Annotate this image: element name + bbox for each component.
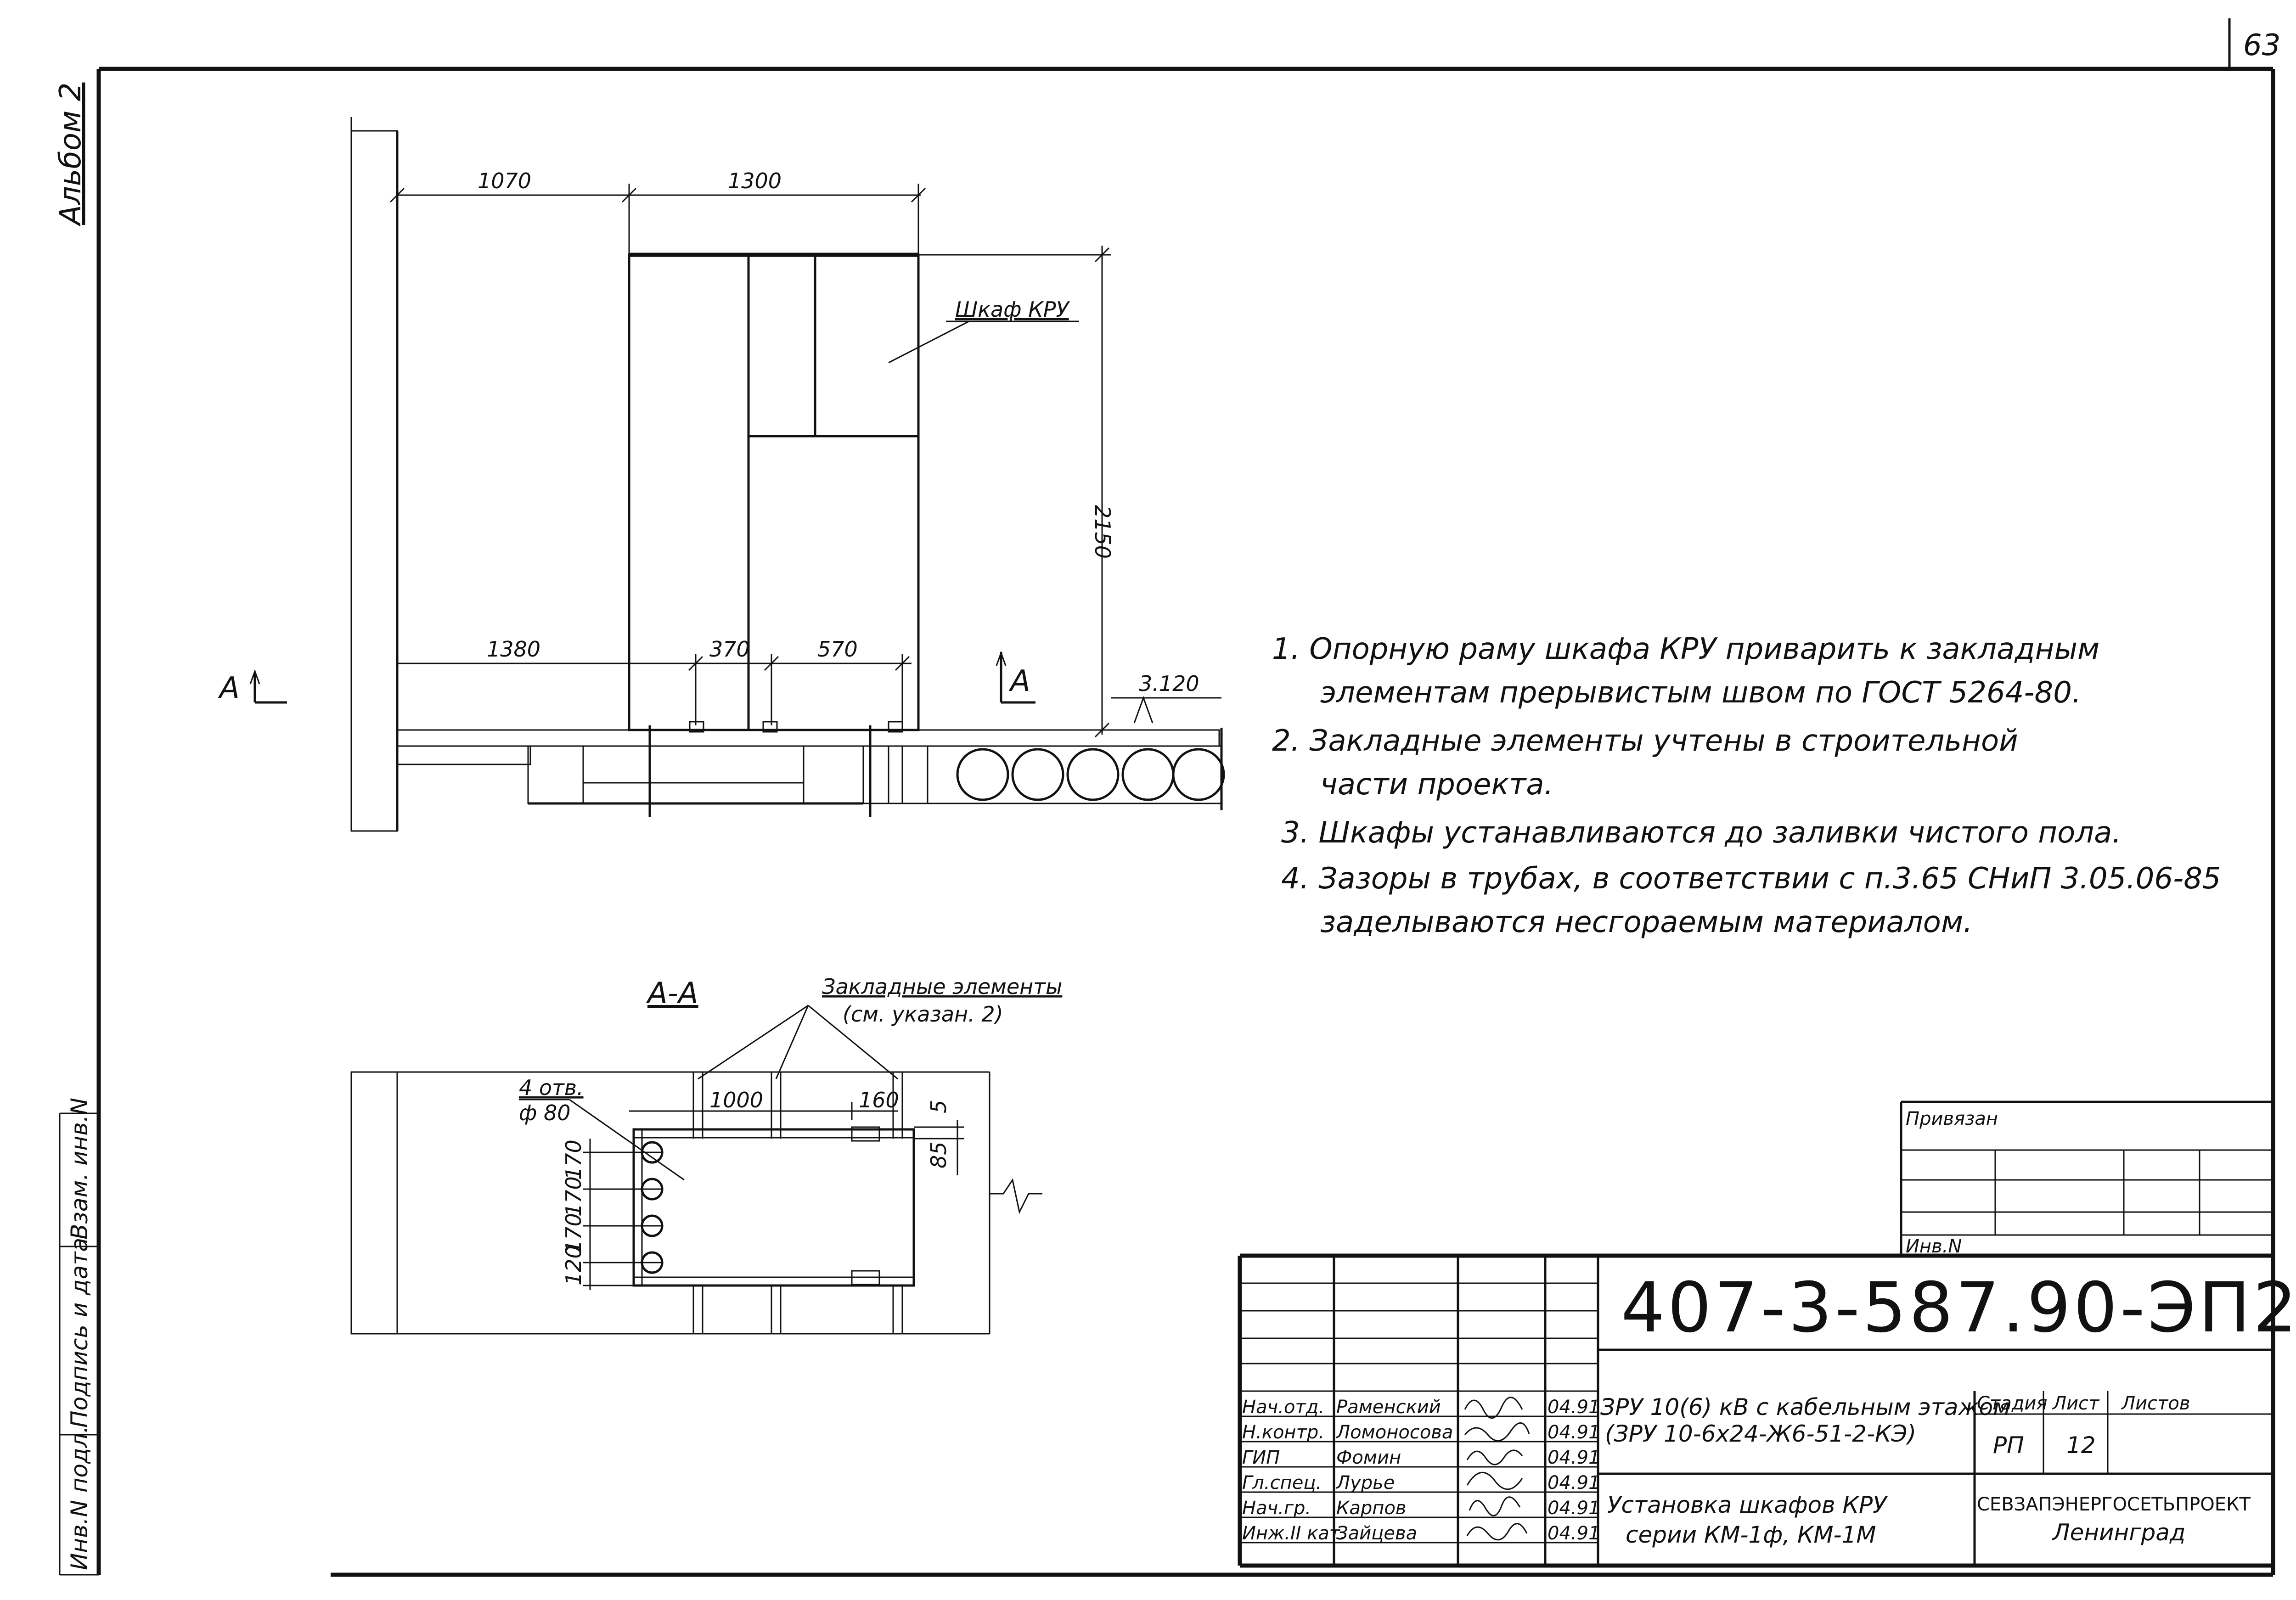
section-mark-left: А: [218, 671, 240, 705]
drawing-line-1: Установка шкафов КРУ: [1607, 1492, 1888, 1518]
staff-date-4: 04.91: [1548, 1472, 1600, 1493]
embedded-label: Закладные элементы: [822, 974, 1062, 999]
object-line-2: (ЗРУ 10-6х24-Ж6-51-2-КЭ): [1605, 1420, 1916, 1447]
object-line-1: ЗРУ 10(6) кВ с кабельным этажом: [1600, 1394, 2010, 1420]
staff-date-5: 04.91: [1548, 1498, 1600, 1519]
dim-5: 5: [926, 1100, 951, 1113]
dim-370: 370: [709, 637, 750, 662]
staff-name-3: Фомин: [1336, 1447, 1401, 1468]
drawing-line-2: серии КМ-1ф, КМ-1М: [1626, 1521, 1876, 1548]
dim-1070: 1070: [478, 168, 531, 193]
dim-170-a: 170: [561, 1213, 586, 1253]
staff-date-6: 04.91: [1548, 1523, 1600, 1544]
staff-name-5: Карпов: [1336, 1498, 1407, 1519]
dim-85: 85: [926, 1141, 951, 1168]
section-mark-right: А: [1008, 664, 1030, 698]
binding-block: [1900, 1100, 2273, 1256]
sheet-number: 12: [2066, 1432, 2096, 1459]
note-1: 1. Опорную раму шкафа КРУ приварить к за…: [1272, 632, 2099, 666]
note-4-cont: заделываются несгораемым материалом.: [1320, 905, 1973, 939]
privyazan-label: Привязан: [1906, 1108, 1998, 1129]
inv-n-label: Инв.N: [1906, 1236, 1962, 1257]
embedded-strips: [692, 1072, 903, 1334]
sheets-header: Листов: [2121, 1393, 2190, 1414]
elevation-view: [249, 117, 1225, 832]
note-3: 3. Шкафы устанавливаются до заливки чист…: [1281, 816, 2122, 850]
svg-text:Альбом 2: Альбом 2: [54, 83, 88, 227]
staff-role-2: Н.контр.: [1242, 1422, 1324, 1443]
staff-role-4: Гл.спец.: [1242, 1472, 1322, 1493]
wall-hatch: [350, 130, 398, 832]
section-view: [350, 1005, 1042, 1335]
stage-header: Стадия: [1977, 1393, 2047, 1414]
embedded-ref: (см. указан. 2): [843, 1002, 1003, 1027]
section-title: А-А: [646, 977, 698, 1011]
floor-bottom-left: [396, 745, 531, 765]
inv-podl-label: Инв.N подл.: [66, 1426, 93, 1570]
signature-marks: [1464, 1397, 1530, 1541]
staff-role-5: Нач.гр.: [1242, 1498, 1311, 1519]
level-mark: 3.120: [1139, 671, 1199, 696]
holes-count: 4 отв.: [519, 1075, 584, 1100]
section-wall-hatch: [350, 1071, 398, 1335]
title-block: [1238, 1253, 2273, 1568]
left-stamp: [59, 1112, 100, 1576]
hollow-core-slab: [927, 745, 1222, 804]
cabinet-frame: [632, 1128, 915, 1287]
staff-role-1: Нач.отд.: [1242, 1397, 1324, 1418]
channel-hatch-right: [803, 745, 864, 804]
dim-160: 160: [859, 1088, 899, 1112]
holes-dia: ф 80: [519, 1100, 570, 1125]
notes-block: 1. Опорную раму шкафа КРУ приварить к за…: [1272, 632, 2221, 939]
channel-hatch-left: [527, 745, 584, 804]
note-2-cont: части проекта.: [1320, 768, 1553, 802]
dim-1000: 1000: [709, 1088, 763, 1112]
staff-role-6: Инж.II кат.: [1242, 1523, 1346, 1544]
dim-170-c: 170: [561, 1140, 586, 1180]
dim-570: 570: [817, 637, 858, 662]
staff-name-2: Ломоносова: [1335, 1422, 1453, 1443]
album-label: Альбом 2: [54, 83, 88, 227]
dim-2150: 2150: [1090, 505, 1115, 559]
staff-date-1: 04.91: [1548, 1397, 1600, 1418]
stage-value: РП: [1993, 1432, 2024, 1459]
podpis-data-label: Подпись и дата: [66, 1238, 93, 1428]
cabinet-outline: [628, 253, 920, 731]
dim-1300: 1300: [728, 168, 782, 193]
staff-name-6: Зайцева: [1336, 1523, 1417, 1544]
staff-name-4: Лурье: [1335, 1472, 1395, 1493]
sheet-header: Лист: [2052, 1393, 2100, 1414]
staff-role-3: ГИП: [1242, 1447, 1280, 1468]
organization-city: Ленинград: [2052, 1519, 2185, 1546]
dim-170-b: 170: [561, 1176, 586, 1217]
document-code: 407-3-587.90-ЭП2: [1621, 1268, 2296, 1348]
note-4: 4. Зазоры в трубах, в соответствии с п.3…: [1281, 862, 2221, 896]
concrete-fill: [582, 745, 805, 784]
cabinet-label: Шкаф КРУ: [955, 297, 1070, 322]
staff-date-3: 04.91: [1548, 1447, 1600, 1468]
dim-1380: 1380: [487, 637, 540, 662]
note-1-cont: элементам прерывистым швом по ГОСТ 5264-…: [1320, 676, 2081, 710]
page-number: 63: [2243, 28, 2280, 62]
organization-name: СЕВЗАПЭНЕРГОСЕТЬПРОЕКТ: [1977, 1494, 2251, 1515]
floor-slab: [396, 729, 1220, 747]
note-2: 2. Закладные элементы учтены в строитель…: [1272, 724, 2018, 758]
dim-120: 120: [561, 1245, 586, 1286]
staff-date-2: 04.91: [1548, 1422, 1600, 1443]
staff-name-1: Раменский: [1336, 1397, 1441, 1418]
vzam-inv-label: Взам. инв.N: [66, 1098, 93, 1240]
